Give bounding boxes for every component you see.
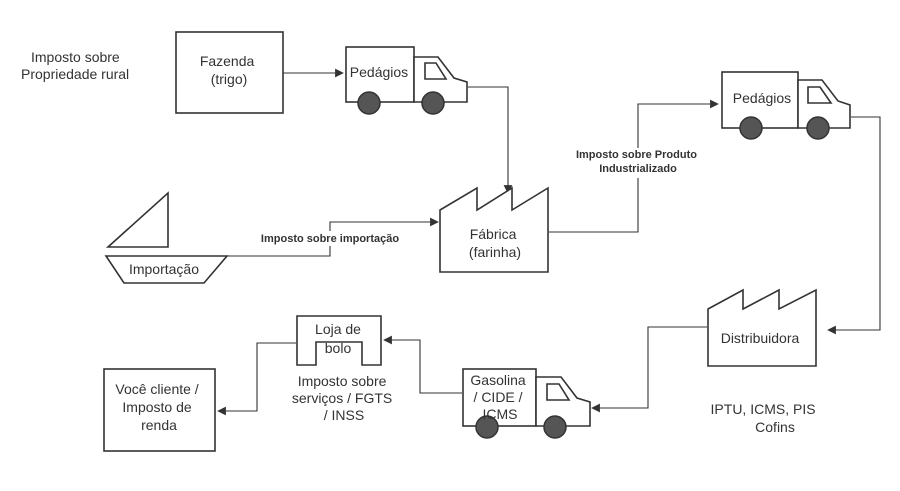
fuel-truck-icon: Gasolina / CIDE / ICMS [462, 368, 591, 439]
annotation-distributor-taxes: IPTU, ICMS, PIS Cofins [711, 401, 820, 435]
svg-text:bolo: bolo [325, 340, 352, 356]
svg-text:Distribuidora: Distribuidora [721, 330, 800, 346]
edge-label-ipi: Imposto sobre Produto Industrializado [576, 149, 700, 175]
ship-import-icon: Importação [104, 191, 229, 284]
svg-text:Você cliente / Imposto d: Você cliente / Imposto de renda [115, 381, 202, 433]
distributor-node: Distribuidora [707, 288, 817, 367]
svg-text:Pedágios: Pedágios [350, 64, 408, 80]
factory-node: Fábrica (farinha) [439, 186, 549, 273]
edge-fuel-truck-to-bakery [383, 335, 462, 394]
svg-text:Fábrica (farinha): Fábrica (farinha) [469, 226, 521, 260]
svg-text:Loja de: Loja de [315, 321, 361, 337]
svg-text:Gasolina / CIDE /: Gasolina / CIDE / ICMS [470, 372, 529, 422]
truck-tolls-icon: Pedágios [345, 46, 468, 115]
svg-text:Importação: Importação [129, 261, 199, 277]
edge-bakery-to-customer [217, 342, 296, 416]
annotation-rural-tax: Imposto sobre Propriedade rural [21, 49, 129, 82]
edge-label-import-tax: Imposto sobre importação [261, 233, 399, 245]
svg-text:Pedágios: Pedágios [733, 90, 791, 106]
farm-node: Fazenda (trigo) [175, 31, 284, 114]
truck-tolls-2-icon: Pedágios [721, 71, 851, 140]
annotation-bakery-taxes: Imposto sobre serviços / FGTS / INSS [292, 373, 396, 423]
svg-text:Fazenda (trigo): Fazenda (trigo) [200, 53, 258, 87]
edge-distributor-to-fuel-truck [591, 326, 707, 413]
edge-truck-to-factory [468, 86, 513, 194]
bakery-node: Loja de bolo [296, 315, 382, 366]
customer-node: Você cliente / Imposto de renda [103, 368, 216, 452]
edge-truck-to-distributor [827, 116, 881, 335]
